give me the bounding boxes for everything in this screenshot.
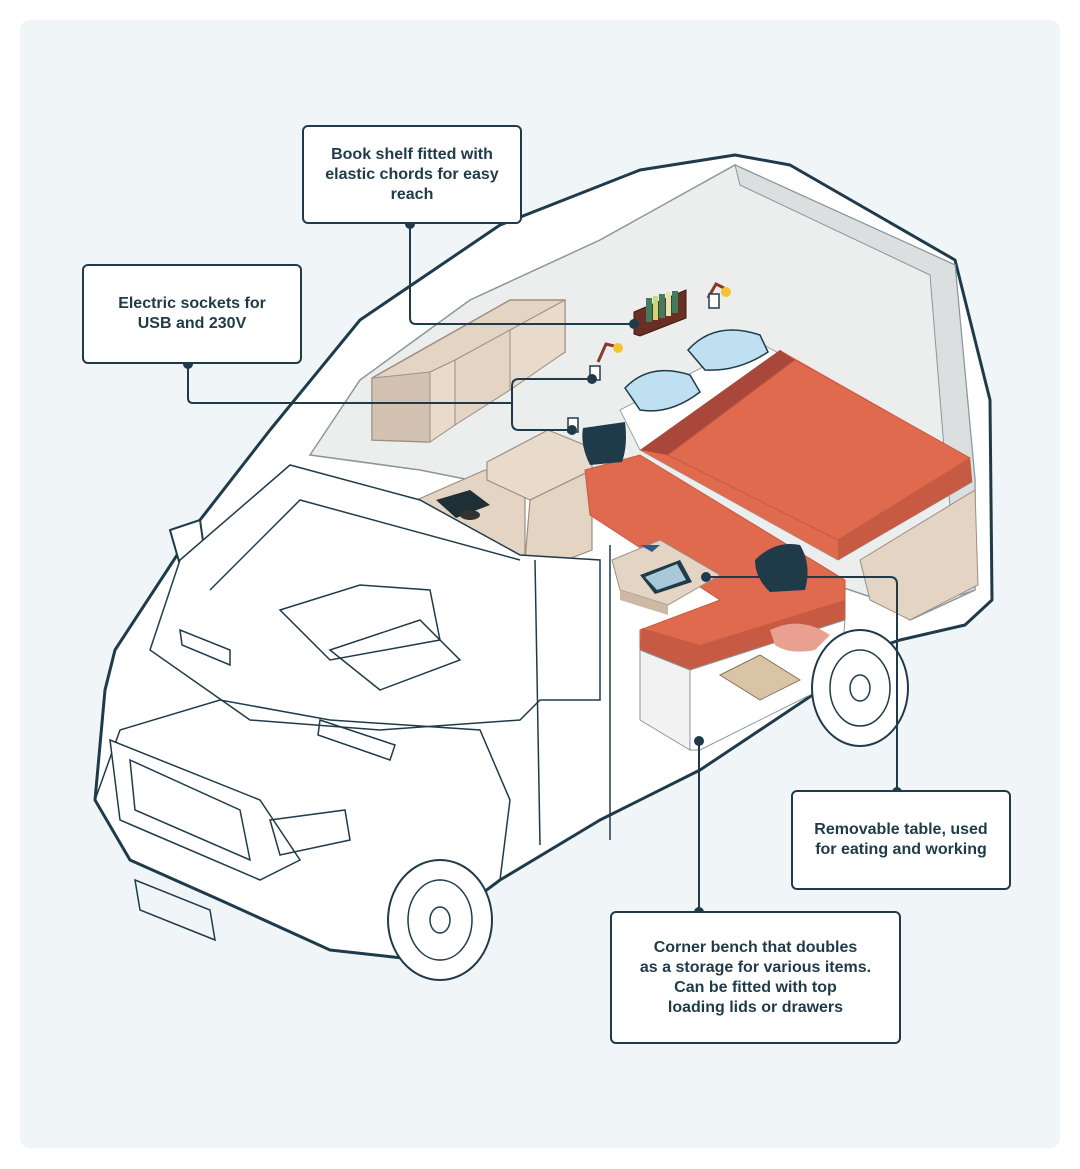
callout-bench: Corner bench that doubles as a storage f… bbox=[610, 911, 901, 1044]
callout-bench-text: Corner bench that doubles as a storage f… bbox=[639, 938, 872, 1016]
callout-sockets: Electric sockets for USB and 230V bbox=[82, 264, 302, 364]
callout-bookshelf: Book shelf fitted with elastic chords fo… bbox=[302, 125, 522, 224]
callout-table: Removable table, used for eating and wor… bbox=[791, 790, 1011, 890]
bed-side-panel bbox=[859, 489, 979, 621]
callout-table-text: Removable table, used for eating and wor… bbox=[814, 821, 988, 858]
corner-bench bbox=[584, 454, 846, 751]
bed bbox=[619, 339, 973, 561]
rear-wall bbox=[734, 164, 976, 596]
bookshelf-icon bbox=[633, 289, 687, 337]
leader-sockets-2 bbox=[511, 403, 572, 431]
callout-sockets-text: Electric sockets for USB and 230V bbox=[118, 295, 266, 332]
callout-leader-lines bbox=[187, 224, 898, 912]
overhead-cabinets bbox=[371, 299, 566, 443]
pillow-icon bbox=[624, 329, 769, 412]
rear-wheel-icon bbox=[811, 629, 909, 747]
leader-bookshelf bbox=[409, 224, 634, 325]
table bbox=[611, 539, 721, 615]
front-wheel-icon bbox=[387, 859, 493, 981]
kitchen-unit bbox=[404, 429, 593, 573]
leader-table bbox=[706, 576, 898, 792]
van-cab bbox=[94, 464, 611, 942]
seat-cushion-icon bbox=[582, 422, 808, 592]
callout-bookshelf-text: Book shelf fitted with elastic chords fo… bbox=[325, 145, 499, 203]
